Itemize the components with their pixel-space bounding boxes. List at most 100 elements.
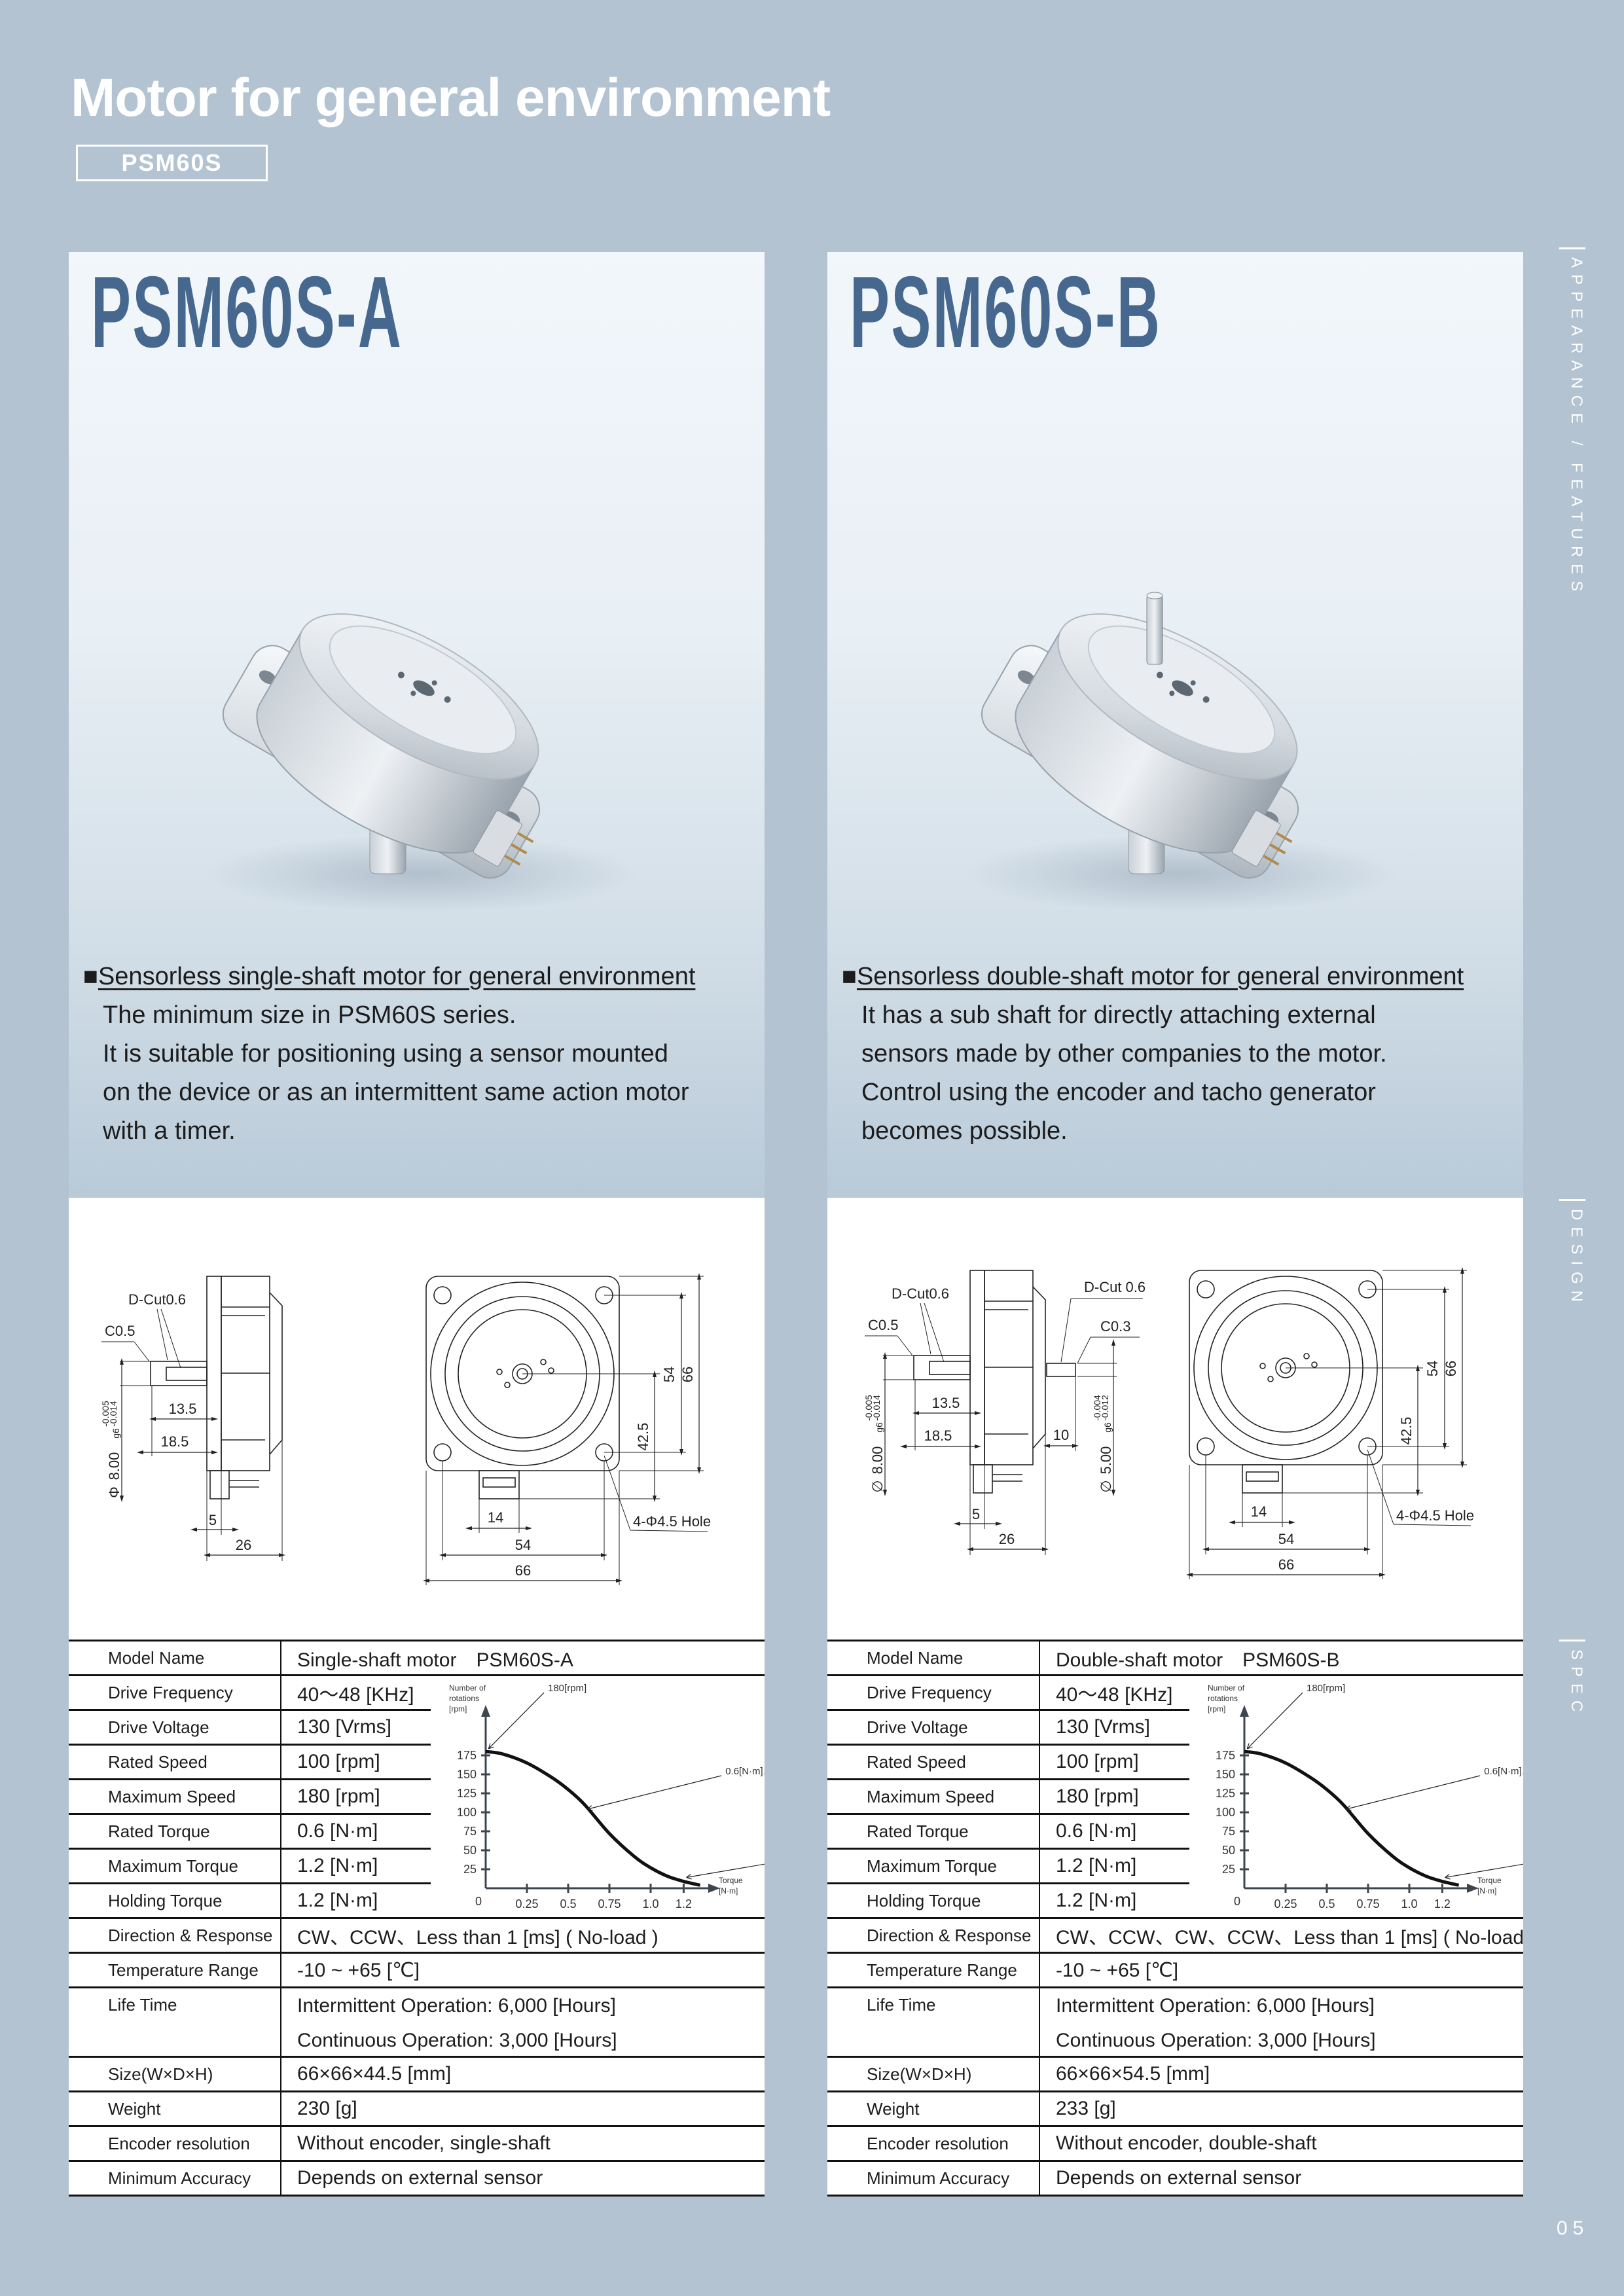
dimension-label: D-Cut 0.6	[1084, 1279, 1146, 1295]
product-panel-psm60s-b: PSM60S-B ■Sensorless double-shaft motor …	[827, 252, 1523, 2197]
spec-value: 230 [g]	[281, 2092, 765, 2127]
extension-line	[924, 1302, 945, 1363]
extension-line	[156, 1308, 168, 1361]
series-badge: PSM60S	[76, 145, 268, 181]
spec-value: Without encoder, double-shaft	[1040, 2127, 1523, 2162]
spec-value: 40～48 [KHz]	[1040, 1676, 1189, 1711]
spec-label: Direction & Response	[69, 1919, 281, 1954]
product-description: ■Sensorless single-shaft motor for gener…	[83, 958, 695, 1151]
extension-line	[1367, 1449, 1394, 1525]
y-tick-label: 100	[1216, 1806, 1235, 1819]
spec-label: Maximum Torque	[69, 1850, 281, 1884]
product-photo-area: PSM60S-B ■Sensorless double-shaft motor …	[827, 252, 1523, 1198]
dimension-label: 18.5	[924, 1427, 952, 1444]
extension-line	[630, 1530, 708, 1532]
spec-value: 1.2 [N·m]	[281, 1850, 431, 1884]
dimension-label: 42.5	[635, 1423, 651, 1451]
spec-label: Drive Frequency	[69, 1676, 281, 1711]
motor-body	[981, 592, 1299, 879]
dimension-label: D-Cut0.6	[128, 1291, 186, 1308]
spec-label: Maximum Speed	[69, 1780, 281, 1815]
spec-label: Life Time	[827, 1988, 1040, 2058]
section-label-appearance: APPEARANCE / FEATURES	[1559, 247, 1585, 598]
spec-label: Drive Voltage	[69, 1711, 281, 1746]
dimension-label: 5	[209, 1512, 217, 1528]
y-tick-label: 125	[457, 1787, 477, 1800]
y-tick-label: 175	[1216, 1749, 1235, 1762]
spec-label: Size(W×D×H)	[69, 2058, 281, 2092]
y-axis-label: rotations	[1208, 1694, 1238, 1703]
y-tick-label: 50	[1222, 1844, 1235, 1857]
shadow	[965, 834, 1397, 913]
spec-value: 66×66×44.5 [mm]	[281, 2058, 765, 2092]
front-shaft	[913, 1355, 971, 1380]
motor-body	[222, 613, 541, 879]
dimension-label: -0.004	[1092, 1395, 1102, 1421]
dimension-label: -0.005	[863, 1395, 874, 1421]
drawing-0	[150, 1276, 620, 1499]
spec-value: 130 [Vrms]	[1040, 1711, 1189, 1746]
page-number: 05	[1557, 2217, 1589, 2239]
front-view	[425, 1276, 620, 1499]
y-axis-label: Number of	[449, 1683, 486, 1693]
product-headline: Sensorless double-shaft motor for genera…	[856, 963, 1464, 990]
connector	[1242, 1464, 1283, 1494]
dimension-label: 42.5	[1398, 1417, 1415, 1445]
y-tick-label: 25	[463, 1863, 477, 1876]
spec-label: Weight	[69, 2092, 281, 2127]
annotation-arrow	[687, 1863, 765, 1877]
rear-shaft	[1146, 592, 1163, 665]
y-tick-label: 150	[1216, 1768, 1235, 1781]
dimension-label: 4-Φ4.5 Hole	[633, 1513, 711, 1530]
y-tick-label: 150	[457, 1768, 477, 1781]
spec-value-line: Intermittent Operation: 6,000 [Hours]	[297, 1995, 616, 2017]
spec-value: Intermittent Operation: 6,000 [Hours]Con…	[1040, 1988, 1523, 2058]
motor-photo	[965, 592, 1397, 913]
spec-value: 130 [Vrms]	[281, 1711, 431, 1746]
mount-hole	[1197, 1280, 1215, 1299]
spec-label: Rated Speed	[69, 1746, 281, 1780]
x-tick-label: 1.0	[642, 1897, 659, 1910]
spec-value: 180 [rpm]	[1040, 1780, 1189, 1815]
dimension-label: 26	[999, 1531, 1015, 1547]
spec-label: Minimum Accuracy	[69, 2162, 281, 2197]
spec-value: 1.2 [N·m]	[1040, 1850, 1189, 1884]
spec-value: 0.6 [N·m]	[1040, 1815, 1189, 1850]
y-tick-label: 50	[463, 1844, 477, 1857]
spec-value: Double-shaft motor PSM60S-B	[1040, 1641, 1523, 1676]
annotation-arrow	[1248, 1692, 1303, 1748]
connector	[209, 1470, 230, 1499]
y-axis-arrow-icon	[1240, 1705, 1249, 1717]
y-axis-label: rotations	[449, 1694, 479, 1703]
spec-label: Rated Torque	[69, 1815, 281, 1850]
spec-value: 1.2 [N·m]	[1040, 1884, 1189, 1919]
annotation-arrow	[1346, 1775, 1481, 1809]
y-tick-label: 25	[1222, 1863, 1235, 1876]
x-axis-label: [N·m]	[719, 1886, 738, 1895]
spec-label: Model Name	[69, 1641, 281, 1676]
bullet-square-icon: ■	[83, 963, 98, 990]
description-line: becomes possible.	[861, 1117, 1068, 1145]
annotation-arrow	[588, 1775, 722, 1809]
dimension-label: 26	[236, 1537, 251, 1553]
x-tick-label: 0.5	[560, 1897, 576, 1910]
dimension-label: C0.5	[105, 1323, 135, 1339]
mount-hole	[1197, 1437, 1215, 1456]
spec-label: Holding Torque	[827, 1884, 1040, 1919]
spec-label: Temperature Range	[69, 1954, 281, 1988]
description-line: on the device or as an intermittent same…	[103, 1079, 689, 1106]
dimension-label: 54	[515, 1537, 531, 1553]
spec-label: Maximum Torque	[827, 1850, 1040, 1884]
description-line: It has a sub shaft for directly attachin…	[861, 1001, 1376, 1029]
dimension-label: C0.5	[868, 1317, 898, 1333]
x-tick-label: 0.75	[1356, 1897, 1379, 1910]
dimension-label: 66	[1443, 1361, 1459, 1376]
spec-value-line: Continuous Operation: 3,000 [Hours]	[297, 2030, 617, 2051]
